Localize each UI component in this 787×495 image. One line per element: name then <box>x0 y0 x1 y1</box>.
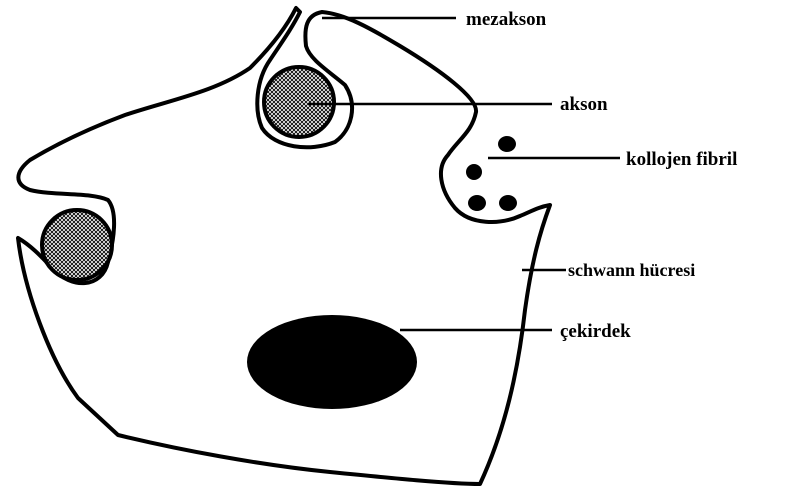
axon-label: akson <box>560 94 608 115</box>
nucleus-label: çekirdek <box>560 321 631 342</box>
nucleus-shape <box>247 315 417 409</box>
collagen-fibril-dot <box>498 136 516 152</box>
collagen-fibril-dot <box>468 195 486 211</box>
axon-circle <box>264 67 334 137</box>
schwann-cell-label: schwann hücresi <box>568 260 695 280</box>
collagen-fibril-label: kollojen fibril <box>626 149 737 170</box>
mesaxon-label: mezakson <box>466 9 547 30</box>
collagen-fibril-dot <box>499 195 517 211</box>
collagen-fibril-dot <box>466 164 482 180</box>
axon-circle <box>42 210 112 280</box>
